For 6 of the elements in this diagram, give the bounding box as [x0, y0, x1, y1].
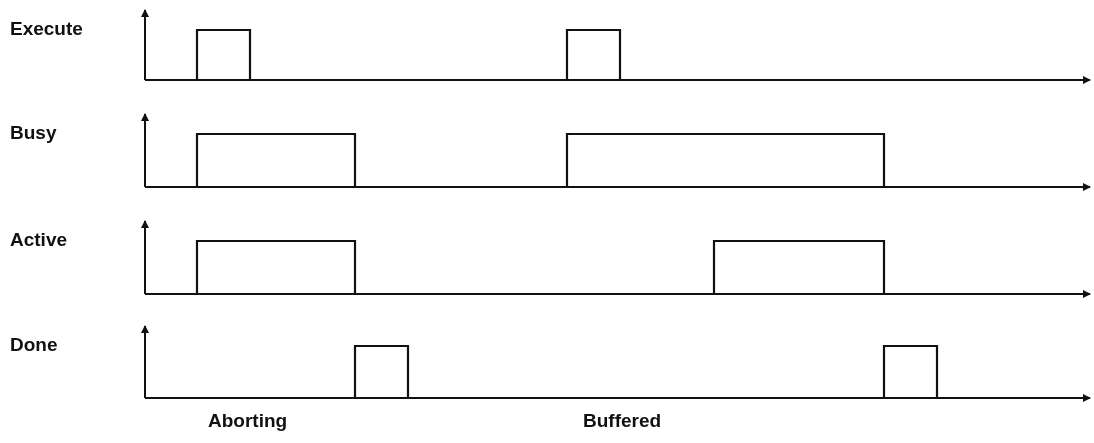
- signal-label: Execute: [10, 18, 83, 40]
- signal-label: Busy: [10, 122, 57, 144]
- phase-label: Aborting: [208, 410, 288, 432]
- signal-label: Done: [10, 334, 58, 356]
- signal-label: Active: [10, 229, 68, 251]
- phase-label: Buffered: [583, 410, 662, 432]
